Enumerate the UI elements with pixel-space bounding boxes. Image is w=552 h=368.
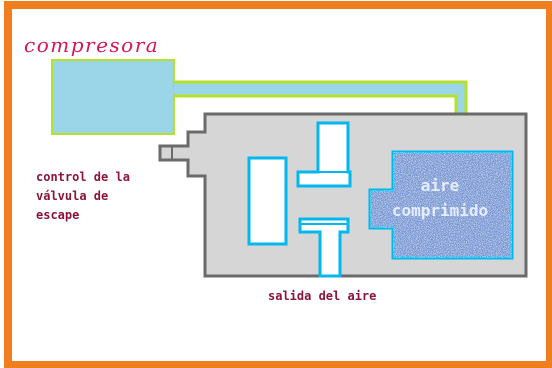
control-valve-label-line2: válvula de (36, 189, 108, 203)
outlet-label: salida del aire (268, 289, 376, 303)
valve-block-left (247, 156, 288, 246)
compressor-box (51, 59, 175, 135)
chamber-label-line2: comprimido (392, 201, 488, 220)
air-chamber-texture (370, 152, 512, 258)
control-valve-label-line3: escape (36, 208, 79, 222)
control-valve-label-line1: control de la (36, 170, 130, 184)
chamber-label-line1: aire (421, 176, 460, 195)
compressor-label: compresora (24, 33, 159, 57)
outer-frame (4, 1, 552, 368)
